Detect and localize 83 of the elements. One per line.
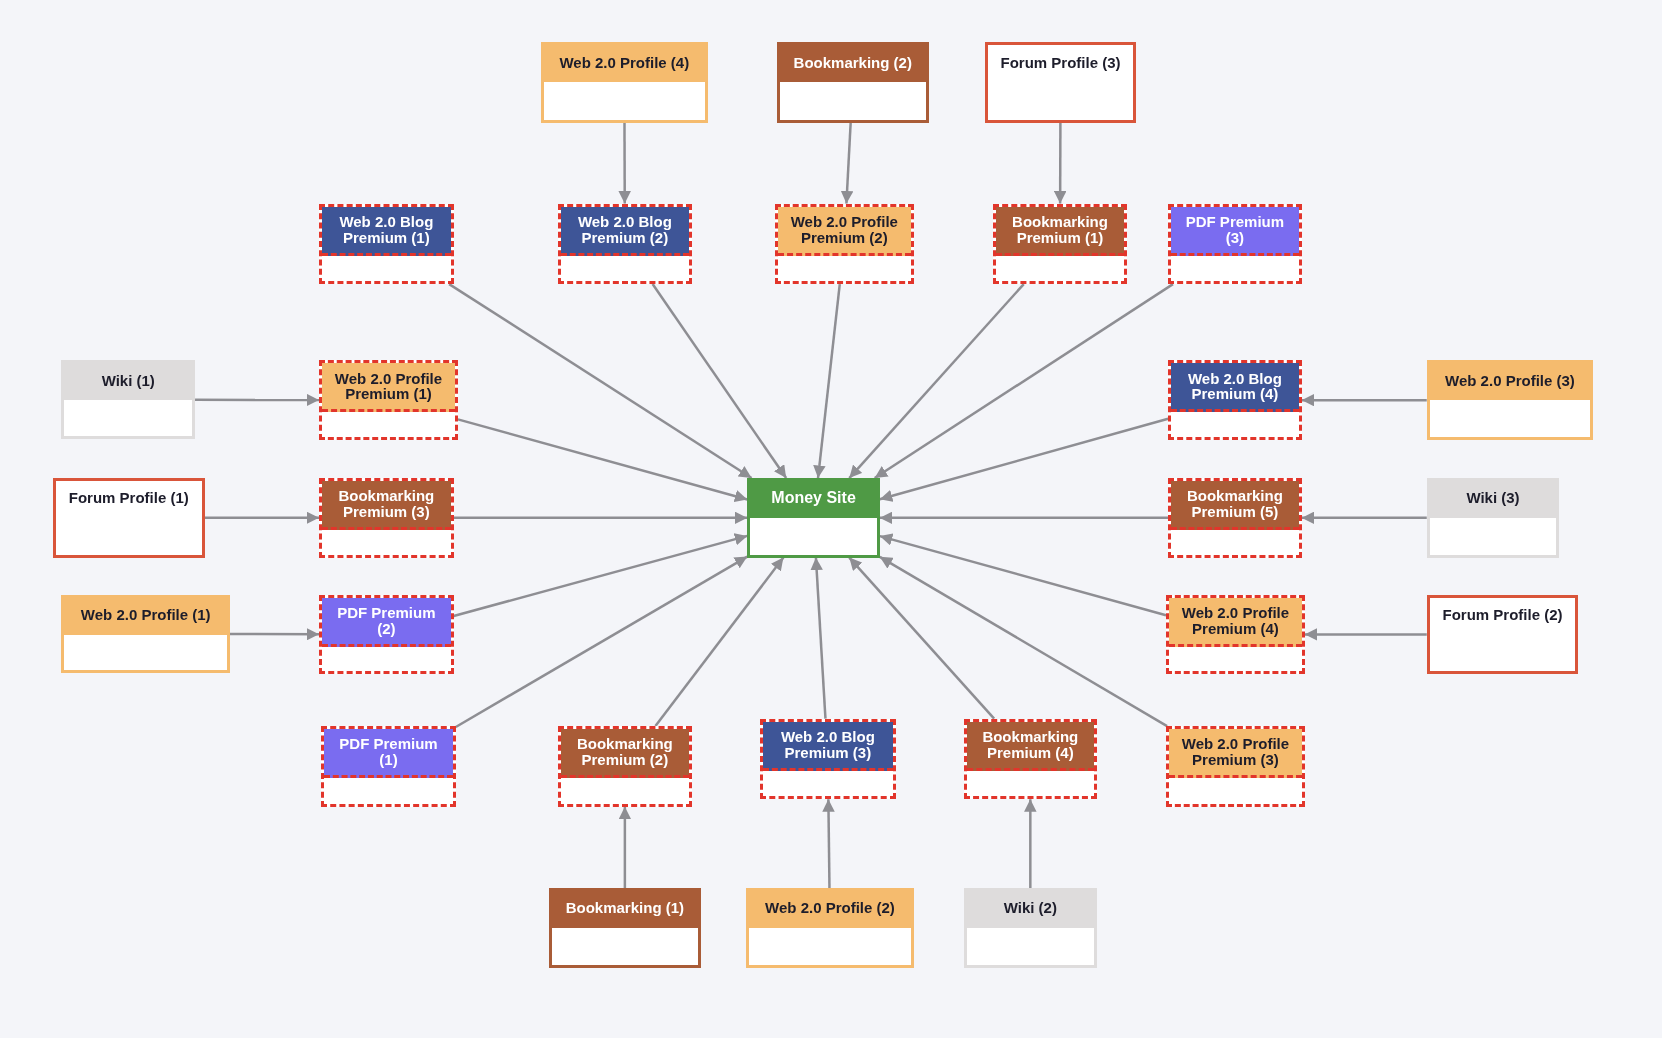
arrow [874, 283, 1174, 480]
arrow [230, 628, 320, 641]
arrow [654, 556, 785, 727]
link-box [1426, 360, 1594, 440]
link-box [1426, 478, 1560, 558]
link-box [1166, 594, 1305, 675]
box-title: Web 2.0 Profile (1) [64, 597, 227, 635]
box-title: Web 2.0 Profile (2) [749, 891, 911, 929]
arrow [1301, 393, 1427, 407]
arrow [448, 283, 753, 480]
arrow [813, 283, 841, 479]
arrow [879, 533, 1167, 617]
link-box [557, 726, 693, 807]
link-box [993, 203, 1127, 285]
link-box [557, 203, 693, 285]
link-box [963, 718, 1098, 800]
arrow [1024, 799, 1037, 889]
arrow [879, 417, 1169, 502]
link-box [319, 594, 454, 675]
arrow [457, 418, 748, 503]
link-box [746, 888, 914, 968]
box-title: Wiki (3) [1429, 481, 1557, 519]
link-box [319, 203, 454, 285]
box-title: Bookmarking (2) [779, 45, 926, 83]
arrow [1301, 511, 1427, 525]
box-title: Bookmarking Premium (5) [1171, 481, 1299, 531]
box-title: Wiki (1) [64, 363, 192, 401]
arrow [618, 806, 632, 889]
box-title: Web 2.0 Profile Premium (1) [322, 363, 455, 413]
link-box [321, 726, 456, 807]
arrow [840, 122, 854, 204]
box-title: Bookmarking Premium (4) [966, 721, 1095, 771]
arrow [651, 283, 788, 479]
arrow [1053, 122, 1067, 204]
arrow [822, 799, 835, 889]
link-box [1168, 478, 1302, 558]
arrow [1304, 628, 1427, 641]
arrow [848, 283, 1025, 479]
arrow [455, 555, 748, 729]
arrow [879, 555, 1168, 728]
arrow [453, 511, 748, 525]
link-box [776, 42, 929, 123]
link-box [1426, 594, 1579, 675]
box-title: Wiki (2) [966, 891, 1095, 929]
box-title: Web 2.0 Profile (3) [1429, 363, 1591, 401]
link-box [319, 478, 454, 558]
link-box [963, 888, 1098, 968]
box-title: Web 2.0 Blog Premium (2) [560, 206, 690, 256]
link-box [760, 718, 896, 800]
link-box [61, 360, 195, 439]
link-box [540, 42, 709, 123]
link-box [61, 594, 230, 674]
arrow [453, 533, 748, 618]
box-title: Bookmarking Premium (2) [560, 729, 690, 779]
arrow [618, 122, 631, 204]
box-title: Bookmarking Premium (1) [996, 206, 1124, 256]
arrow [204, 511, 320, 525]
link-box [549, 888, 701, 968]
link-box [774, 203, 914, 285]
link-box [747, 478, 880, 558]
box-title: Bookmarking (1) [552, 891, 698, 929]
box-title: Web 2.0 Profile Premium (4) [1169, 597, 1302, 647]
arrow [879, 511, 1169, 525]
link-box [1168, 203, 1302, 285]
arrow [848, 556, 996, 720]
box-title: Money Site [750, 481, 877, 519]
box-title: Web 2.0 Profile Premium (3) [1169, 729, 1302, 779]
link-box [1166, 726, 1305, 807]
box-title: Bookmarking Premium (3) [322, 481, 451, 531]
box-title: PDF Premium (3) [1171, 206, 1299, 256]
box-title: Web 2.0 Blog Premium (3) [763, 721, 893, 771]
arrow [195, 393, 320, 407]
box-title: Web 2.0 Profile Premium (2) [777, 206, 911, 256]
link-box [53, 478, 205, 558]
box-title: Web 2.0 Profile (4) [543, 45, 706, 83]
box-title: Web 2.0 Blog Premium (4) [1171, 363, 1299, 413]
box-title: PDF Premium (2) [322, 597, 451, 647]
box-title: PDF Premium (1) [324, 729, 453, 779]
link-box [319, 360, 458, 440]
link-box [1168, 360, 1302, 440]
link-box [984, 42, 1137, 123]
arrow [810, 557, 827, 719]
box-title: Web 2.0 Blog Premium (1) [322, 206, 451, 256]
